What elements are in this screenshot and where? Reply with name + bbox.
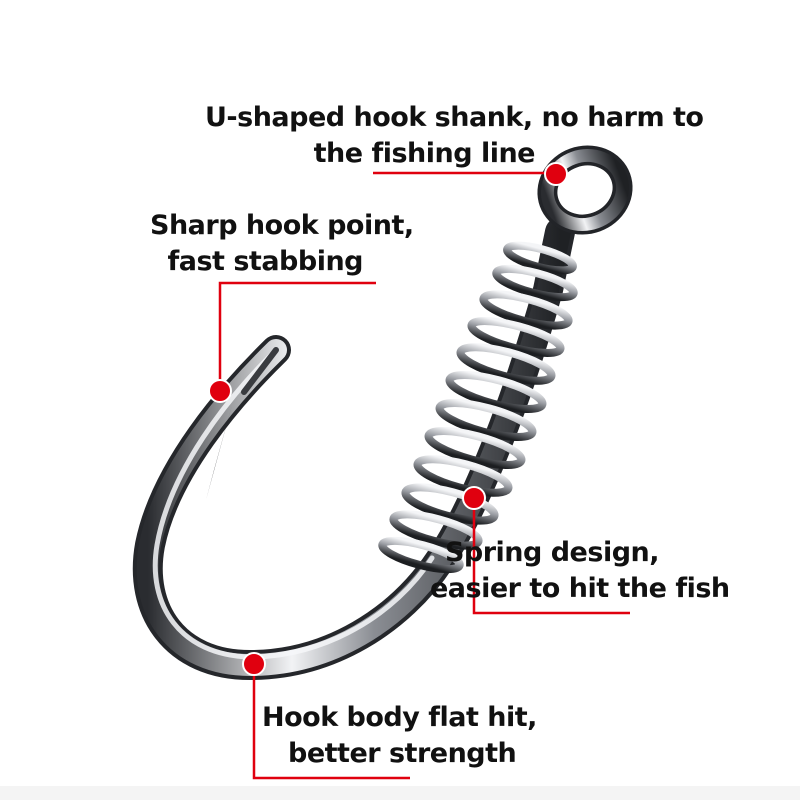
point-marker-dot (208, 379, 232, 403)
point-callout-line1: Sharp hook point, (150, 210, 414, 241)
spring-marker-dot (462, 486, 486, 510)
point-callout-line2: fast stabbing (167, 246, 364, 277)
spring-coils (378, 241, 578, 574)
spring-callout-line (472, 498, 630, 615)
shank-callout-line1: U-shaped hook shank, no harm to (205, 102, 704, 133)
body-marker-dot (242, 652, 266, 676)
spring-callout-text: Spring design, easier to hit the fish (430, 535, 730, 607)
hook-eye (537, 145, 633, 235)
body-callout-text: Hook body flat hit, better strength (262, 700, 537, 772)
body-callout-line (252, 664, 410, 780)
shank-callout-line2: the fishing line (313, 138, 536, 169)
shank-marker-dot (544, 162, 568, 186)
callout-lines (218, 171, 630, 780)
spring-callout-line2: easier to hit the fish (430, 573, 730, 604)
point-callout-line (218, 281, 376, 390)
callout-markers (208, 162, 568, 676)
point-callout-text: Sharp hook point, fast stabbing (150, 208, 414, 280)
spring-callout-line1: Spring design, (444, 537, 660, 568)
shank-callout-text: U-shaped hook shank, no harm to the fish… (205, 100, 704, 172)
body-callout-line2: better strength (288, 738, 517, 769)
body-callout-line1: Hook body flat hit, (262, 702, 537, 733)
bottom-divider (0, 786, 800, 800)
